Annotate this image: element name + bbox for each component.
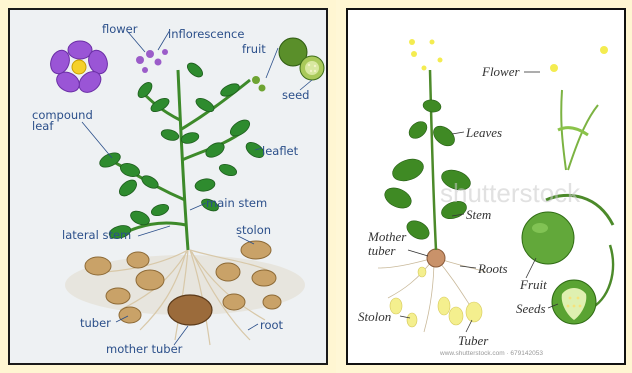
label-stolon: stolon — [236, 225, 271, 236]
left-diagram-frame: flower inflorescence fruit seed compound… — [8, 8, 328, 365]
label-fruit-right: Fruit — [520, 278, 547, 292]
label-main-stem: main stem — [206, 198, 267, 209]
right-flower-buds — [411, 40, 443, 71]
footer-credit: www.shutterstock.com · 679142053 — [440, 350, 543, 357]
label-flower-right: Flower — [482, 65, 520, 79]
label-leaves: Leaves — [466, 126, 502, 140]
right-mother-tuber-drawing — [427, 249, 445, 267]
mother-tuber-drawing — [168, 295, 212, 325]
left-diagram-panel: flower inflorescence fruit seed compound… — [0, 0, 336, 373]
label-tuber: tuber — [80, 318, 111, 329]
small-fruits — [252, 76, 266, 92]
label-mother-tuber-right: Mother tuber — [368, 230, 412, 258]
label-tuber-right: Tuber — [458, 334, 488, 348]
label-roots: Roots — [478, 262, 508, 276]
label-stolon-right: Stolon — [358, 310, 391, 324]
right-diagram-panel: shutterstock Flower Leaves Stem Mother t… — [340, 0, 632, 373]
right-stem-drawing — [430, 70, 436, 250]
potato-plant-illustration — [10, 10, 326, 363]
stems-drawing — [110, 70, 250, 250]
right-leaves-drawing — [382, 99, 474, 243]
flower-drawing — [47, 41, 110, 97]
label-leaflet: leaflet — [262, 146, 298, 157]
right-diagram-frame: shutterstock Flower Leaves Stem Mother t… — [346, 8, 626, 365]
inflorescence-flowers — [136, 49, 168, 73]
label-seeds: Seeds — [516, 302, 546, 316]
right-tubers-drawing — [390, 267, 482, 327]
label-compound-leaf: compound leaf — [32, 110, 92, 132]
label-seed: seed — [282, 90, 309, 101]
label-stem: Stem — [466, 208, 491, 222]
label-inflorescence: inflorescence — [168, 29, 244, 40]
watermark: shutterstock — [440, 178, 580, 209]
label-root: root — [260, 320, 283, 331]
label-lateral-stem: lateral stem — [62, 230, 131, 241]
fruit-drawing — [279, 38, 324, 80]
label-mother-tuber: mother tuber — [106, 344, 182, 355]
label-fruit: fruit — [242, 44, 266, 55]
label-flower: flower — [102, 24, 138, 35]
